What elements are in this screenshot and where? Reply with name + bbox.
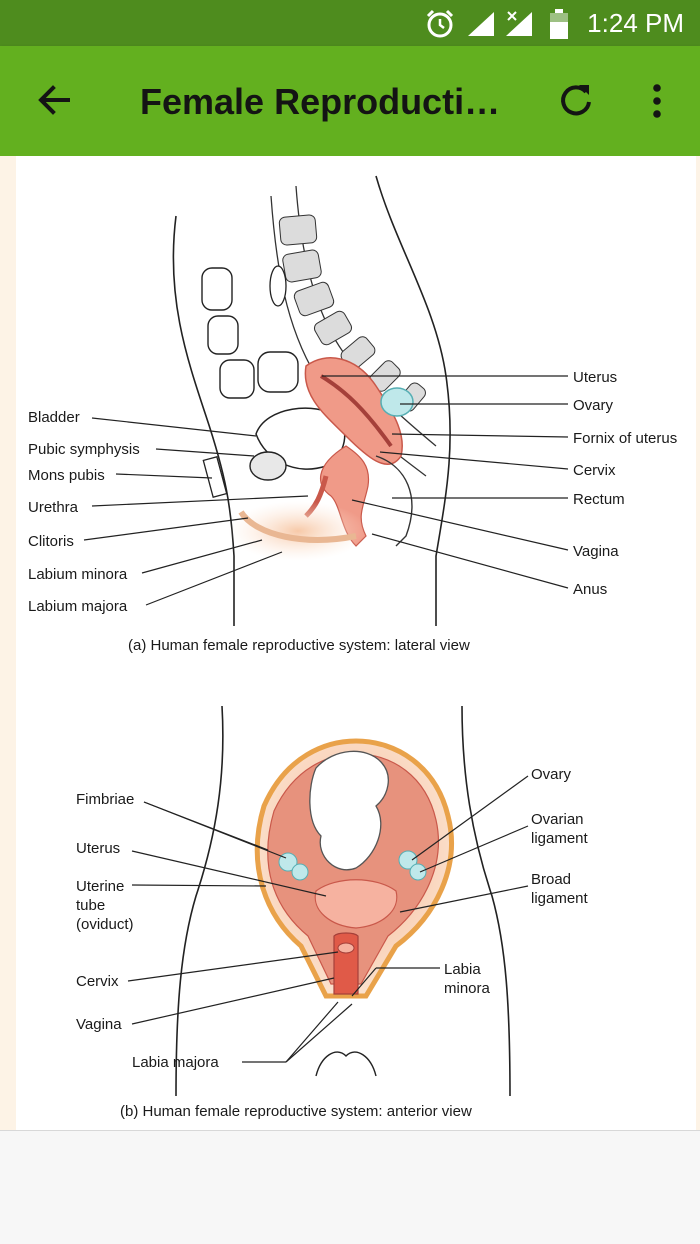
label-mons-pubis: Mons pubis: [28, 467, 105, 484]
caption-anterior-view: (b) Human female reproductive system: an…: [120, 1103, 472, 1120]
status-time: 1:24 PM: [587, 8, 684, 38]
label-ovary: Ovary: [573, 397, 614, 414]
signal-no-data-icon: [506, 10, 532, 36]
label-vagina: Vagina: [573, 543, 619, 560]
app-bar: Female Reproductiv...: [0, 46, 700, 156]
anterior-view-illustration: [175, 705, 511, 1097]
lateral-view-leader-lines: [83, 375, 569, 606]
label-bladder: Bladder: [28, 409, 80, 426]
label-fimbriae: Fimbriae: [76, 791, 134, 808]
label-anus: Anus: [573, 581, 607, 598]
bottom-divider: [0, 1130, 700, 1131]
label-labia-minora-line1: Labia: [444, 961, 481, 978]
refresh-icon: [561, 85, 591, 116]
label-cervix: Cervix: [573, 462, 616, 479]
lateral-view-illustration: [172, 175, 451, 626]
label-broad-ligament-line1: Broad: [531, 871, 571, 888]
signal-icon: [468, 12, 494, 36]
caption-lateral-view: (a) Human female reproductive system: la…: [128, 637, 470, 654]
label-urethra: Urethra: [28, 499, 79, 516]
more-vertical-icon: [653, 84, 661, 118]
label-labium-majora: Labium majora: [28, 598, 128, 615]
label-uterine-tube-line3: (oviduct): [76, 916, 134, 933]
label-labium-minora: Labium minora: [28, 566, 128, 583]
label-ovary-anterior: Ovary: [531, 766, 572, 783]
label-pubic-symphysis: Pubic symphysis: [28, 441, 140, 458]
label-uterine-tube-line2: tube: [76, 897, 105, 914]
label-rectum: Rectum: [573, 491, 625, 508]
arrow-left-icon: [38, 85, 70, 115]
label-uterus-anterior: Uterus: [76, 840, 120, 857]
refresh-button[interactable]: [556, 80, 596, 120]
status-bar: 1:24 PM: [0, 0, 700, 46]
label-labia-majora: Labia majora: [132, 1054, 219, 1071]
page-title: Female Reproductiv...: [140, 81, 510, 122]
diagram-canvas: Bladder Pubic symphysis Mons pubis Ureth…: [28, 175, 677, 1120]
label-labia-minora-line2: minora: [444, 980, 491, 997]
label-ovarian-ligament-line1: Ovarian: [531, 811, 584, 828]
label-broad-ligament-line2: ligament: [531, 890, 589, 907]
label-fornix-of-uterus: Fornix of uterus: [573, 430, 677, 447]
label-uterine-tube-line1: Uterine: [76, 878, 124, 895]
alarm-icon: [426, 9, 454, 38]
label-ovarian-ligament-line2: ligament: [531, 830, 589, 847]
label-vagina-anterior: Vagina: [76, 1016, 122, 1033]
more-options-button[interactable]: [642, 82, 672, 122]
label-uterus: Uterus: [573, 369, 617, 386]
anterior-view-leader-lines: [127, 775, 529, 1063]
label-clitoris: Clitoris: [28, 533, 74, 550]
back-button[interactable]: [34, 80, 74, 120]
label-cervix-anterior: Cervix: [76, 973, 119, 990]
battery-icon: [550, 9, 568, 39]
diagram-image: Bladder Pubic symphysis Mons pubis Ureth…: [16, 156, 696, 1130]
content-area: Bladder Pubic symphysis Mons pubis Ureth…: [0, 156, 700, 1130]
